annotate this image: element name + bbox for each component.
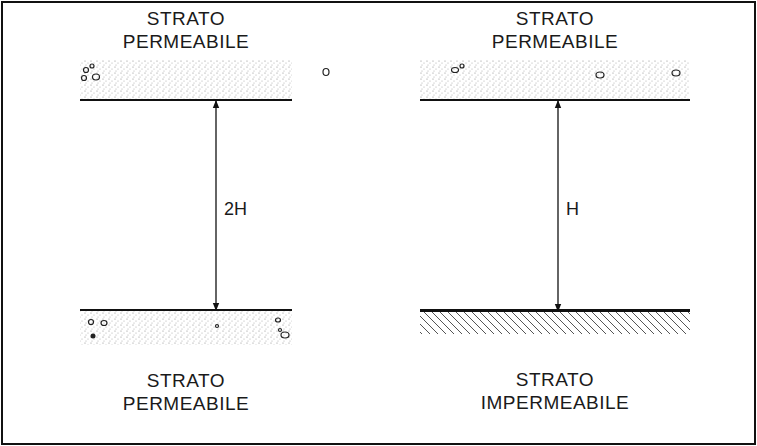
soil-layer-band: STRATO PERMEABILE xyxy=(420,58,690,100)
layer-name: STRATO PERMEABILE xyxy=(123,369,249,415)
pebble xyxy=(460,64,464,68)
pebble xyxy=(89,320,94,325)
layer-name: STRATO PERMEABILE xyxy=(123,7,249,53)
pebbles xyxy=(82,64,681,338)
pebble xyxy=(672,70,680,76)
layer-name: STRATO PERMEABILE xyxy=(492,7,618,53)
pebble xyxy=(276,318,281,322)
pebble xyxy=(84,68,89,73)
pebble xyxy=(596,72,604,78)
pebble xyxy=(279,329,282,332)
pebble xyxy=(323,69,329,76)
layer-boundary xyxy=(80,309,292,311)
soil-layer-band: STRATO PERMEABILE xyxy=(80,58,292,100)
permeable-stipple xyxy=(80,60,292,100)
pebble xyxy=(101,321,107,326)
layer-boundary xyxy=(80,99,292,101)
pebble xyxy=(93,74,100,80)
pebble xyxy=(82,76,87,81)
pebble xyxy=(90,64,94,68)
pebble xyxy=(452,68,459,73)
dimension-label: 2H xyxy=(222,200,249,220)
soil-layer-band: STRATO PERMEABILE xyxy=(80,311,292,346)
pebble xyxy=(281,332,289,338)
pebble xyxy=(91,334,96,339)
soil-layer-band: STRATO IMPERMEABILE xyxy=(420,312,690,334)
pebble xyxy=(216,325,219,328)
permeable-stipple xyxy=(420,60,690,100)
permeable-stipple xyxy=(80,311,292,345)
dimension-arrow xyxy=(215,100,216,311)
layer-boundary xyxy=(420,309,690,312)
layer-boundary xyxy=(420,99,690,101)
impermeable-hatch xyxy=(420,312,690,334)
dimension-label: H xyxy=(564,200,581,220)
dimension-arrow xyxy=(557,100,558,312)
layer-name: STRATO IMPERMEABILE xyxy=(481,368,630,414)
